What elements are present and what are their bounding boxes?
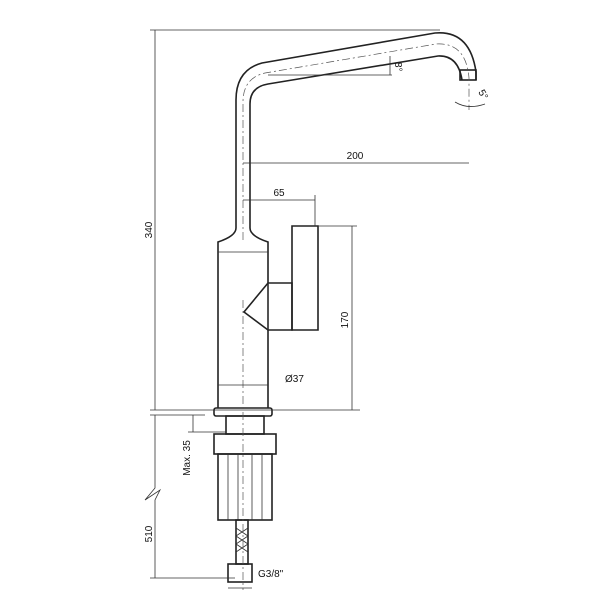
dim-handle-height: 170 <box>340 311 351 328</box>
dimension-labels: 340 200 65 170 Ø37 Max. 35 510 G3/8" 8° … <box>144 62 490 580</box>
dim-spout-angle: 8° <box>392 62 403 72</box>
dim-thread: G3/8" <box>258 569 284 580</box>
dim-spout-reach: 200 <box>347 151 364 162</box>
handle <box>291 225 319 331</box>
fixing-nut <box>213 433 277 455</box>
threaded-body <box>217 453 273 521</box>
hose <box>235 519 249 565</box>
dim-nozzle-angle: 5° <box>475 88 489 102</box>
dim-max-deck: Max. 35 <box>182 440 193 476</box>
dim-handle-offset: 65 <box>273 188 285 199</box>
nozzle <box>459 69 477 81</box>
faucet-outline <box>213 32 477 590</box>
dim-body-diameter: Ø37 <box>285 374 304 385</box>
dimension-lines <box>144 29 486 589</box>
spout-inner <box>249 55 463 228</box>
spout-centerline <box>242 43 470 240</box>
spout-outer <box>235 32 477 228</box>
hose-fitting <box>227 563 253 583</box>
body <box>217 227 269 408</box>
shank <box>225 415 265 435</box>
lever-cone <box>242 282 293 331</box>
dim-total-height: 340 <box>144 221 155 238</box>
dim-hose-length: 510 <box>144 525 155 542</box>
